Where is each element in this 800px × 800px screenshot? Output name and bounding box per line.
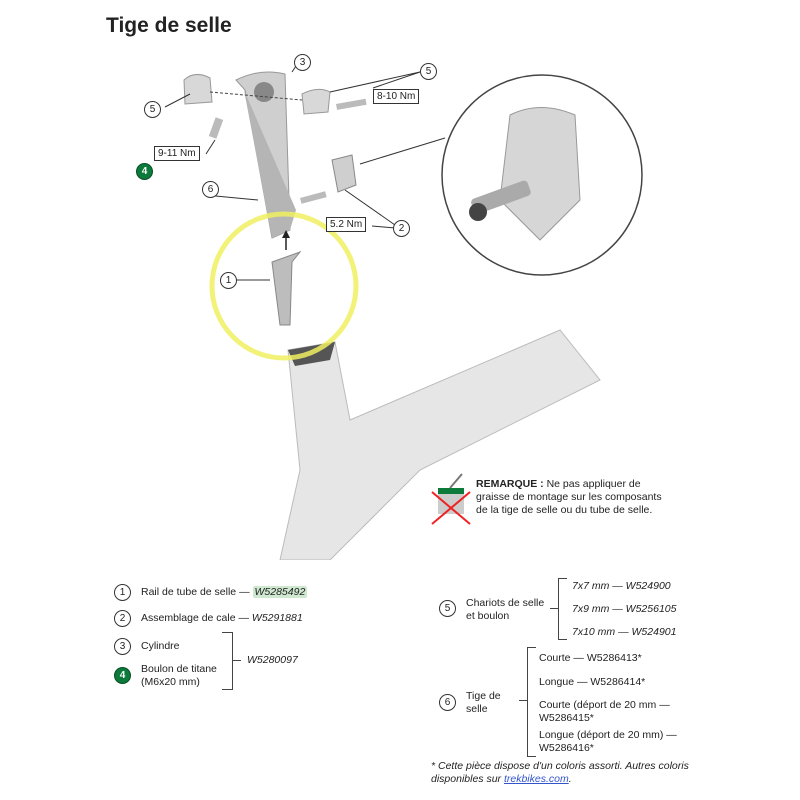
torque-label-wedge: 5.2 Nm (326, 217, 367, 232)
part-spec: (M6x20 mm) (141, 676, 200, 688)
callout-2: 2 (393, 220, 410, 237)
footnote-text: * Cette pièce dispose d'un coloris assor… (431, 760, 689, 785)
bracket-tick (519, 700, 527, 701)
no-grease-icon (431, 473, 471, 525)
part-1-num: 1 (114, 584, 131, 601)
part-4: Boulon de titane(M6x20 mm) (141, 663, 217, 689)
note-label: REMARQUE : (476, 478, 544, 490)
trekbikes-link[interactable]: trekbikes.com (503, 773, 569, 785)
saddle-clamp-left (183, 74, 213, 105)
wedge-assembly (331, 154, 357, 193)
part-code: W5291881 (251, 612, 303, 624)
callout-6: 6 (202, 181, 219, 198)
callout-5-left: 5 (144, 101, 161, 118)
bracket (527, 647, 536, 757)
footnote: * Cette pièce dispose d'un coloris assor… (431, 760, 689, 785)
part-name: Assemblage de cale — (141, 612, 249, 624)
torque-label-clamp: 8-10 Nm (373, 89, 420, 104)
shared-code: W5280097 (247, 654, 298, 666)
torque-label-bolt: 9-11 Nm (154, 146, 200, 161)
saddle-clamp-right (301, 88, 331, 115)
part-name: Rail de tube de selle — (141, 586, 250, 598)
part-3: Cylindre (141, 640, 180, 652)
callout-3: 3 (294, 54, 311, 71)
part-4-num: 4 (114, 667, 131, 684)
callout-1: 1 (220, 272, 237, 289)
part-name: Boulon de titane (141, 663, 217, 675)
part-6-option: Longue — W5286414* (539, 676, 646, 688)
callout-4: 4 (136, 163, 153, 180)
part-code: W5285492 (252, 586, 308, 598)
part-3-num: 3 (114, 638, 131, 655)
bracket-tick (233, 660, 241, 661)
part-6-num: 6 (439, 694, 456, 711)
note-text: Ne pas appliquer de graisse de montage s… (476, 478, 662, 516)
part-5-option: 7x7 mm — W524900 (572, 580, 671, 592)
part-1: Rail de tube de selle — W5285492 (141, 586, 308, 599)
part-name: Tige de (466, 690, 501, 702)
page-title: Tige de selle (106, 14, 232, 37)
part-6-option: Courte (déport de 20 mm —W5286415* (539, 699, 670, 724)
bike-frame (279, 329, 601, 560)
part-name-2: selle (466, 703, 488, 715)
highlight-circle (209, 211, 359, 361)
callout-5-right: 5 (420, 63, 437, 80)
part-5-option: 7x10 mm — W524901 (572, 626, 677, 638)
part-2: Assemblage de cale — W5291881 (141, 612, 303, 625)
part-5-num: 5 (439, 600, 456, 617)
bracket (558, 578, 567, 640)
bracket-tick (550, 608, 558, 609)
part-2-num: 2 (114, 610, 131, 627)
part-name: Chariots de selle (466, 597, 545, 609)
part-name-2: et boulon (466, 610, 510, 622)
bracket (222, 632, 233, 690)
note: REMARQUE : Ne pas appliquer de graisse d… (476, 478, 676, 517)
part-5-option: 7x9 mm — W5256105 (572, 603, 677, 615)
part-6-option: Courte — W5286413* (539, 652, 642, 664)
exploded-diagram (164, 65, 643, 560)
seatpost-rail (271, 250, 302, 326)
part-6-option: Longue (déport de 20 mm) —W5286416* (539, 729, 677, 754)
